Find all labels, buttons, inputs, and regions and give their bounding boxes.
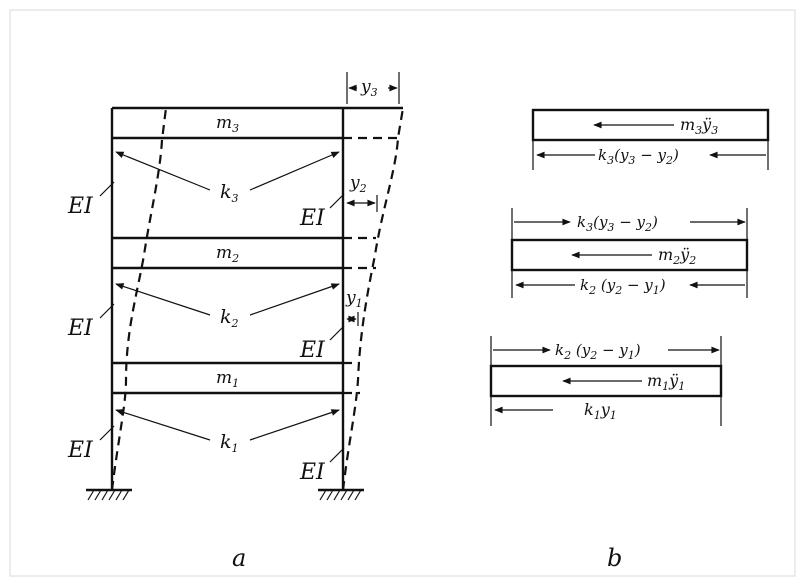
inertia-force-m1: m1ÿ1 bbox=[647, 371, 685, 393]
right-deformed-column bbox=[341, 107, 405, 491]
displacement-y2-label: y2 bbox=[349, 173, 367, 195]
free-body-m2 bbox=[510, 208, 749, 298]
ei-label-right-2: EI bbox=[299, 338, 326, 363]
floor-beam-2 bbox=[112, 236, 343, 270]
free-body-diagrams-b: m3ÿ3 k3(y3 − y2) k3(y3 − y2) m2ÿ2 k2 (y2… bbox=[489, 108, 770, 572]
stiffness-k1-label: k1 bbox=[220, 431, 239, 455]
spring-force-k2-bottom: k2 (y2 − y1) bbox=[580, 276, 666, 297]
spring-force-k3-bottom: k3(y3 − y2) bbox=[598, 146, 679, 167]
ei-leader-right-3 bbox=[329, 193, 345, 209]
frame-diagram-a: m3 m2 m1 k3 k2 k1 EI EI EI EI EI EI y3 y… bbox=[67, 72, 405, 572]
ei-label-right-1: EI bbox=[299, 460, 326, 485]
displacement-y1-label: y1 bbox=[345, 288, 363, 310]
free-body-m3 bbox=[531, 108, 770, 170]
right-support-hatch bbox=[318, 488, 364, 501]
mass-1-label: m1 bbox=[216, 368, 239, 390]
spring-force-k2-top: k2 (y2 − y1) bbox=[555, 341, 641, 362]
stiffness-k3-label: k3 bbox=[220, 181, 239, 205]
inertia-force-m2: m2ÿ2 bbox=[658, 245, 696, 267]
left-deformed-column bbox=[110, 107, 168, 491]
k2-leaders bbox=[115, 283, 340, 316]
k1-leaders bbox=[115, 409, 340, 441]
spring-force-k1: k1y1 bbox=[584, 400, 617, 422]
caption-a: a bbox=[232, 544, 246, 572]
ei-leader-left-3 bbox=[99, 181, 115, 197]
ei-label-left-2: EI bbox=[67, 316, 94, 341]
ei-label-right-3: EI bbox=[299, 206, 326, 231]
k3-leaders bbox=[115, 151, 340, 191]
ei-leader-left-2 bbox=[99, 303, 115, 319]
free-body-m1 bbox=[489, 336, 723, 426]
displacement-y3-label: y3 bbox=[360, 77, 378, 99]
mass-3-label: m3 bbox=[216, 113, 239, 135]
ei-leader-right-2 bbox=[329, 325, 345, 341]
mass-2-label: m2 bbox=[216, 243, 239, 265]
y3-dimension bbox=[346, 72, 400, 104]
y2-dimension bbox=[346, 195, 378, 212]
ei-leader-left-1 bbox=[99, 425, 115, 441]
floor-beam-3 bbox=[112, 106, 403, 140]
ei-label-left-3: EI bbox=[67, 194, 94, 219]
ei-leader-right-1 bbox=[329, 447, 345, 463]
caption-b: b bbox=[607, 544, 622, 572]
left-support-hatch bbox=[86, 488, 132, 501]
stiffness-k2-label: k2 bbox=[220, 306, 239, 330]
y1-dimension bbox=[346, 312, 359, 326]
spring-force-k3-top: k3(y3 − y2) bbox=[577, 213, 658, 234]
inertia-force-m3: m3ÿ3 bbox=[680, 115, 718, 137]
floor-beam-1 bbox=[112, 361, 343, 395]
ei-label-left-1: EI bbox=[67, 438, 94, 463]
outer-border bbox=[9, 9, 796, 577]
